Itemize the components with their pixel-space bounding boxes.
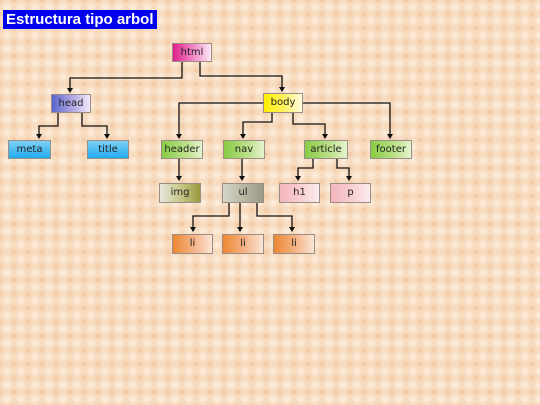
node-nav: nav xyxy=(223,140,265,159)
edge-html-head xyxy=(69,62,183,92)
edge-article-p xyxy=(336,158,350,180)
edge-body-footer xyxy=(301,102,391,138)
slide-title: Estructura tipo arbol xyxy=(3,10,157,29)
node-li-3: li xyxy=(273,234,315,254)
edge-ul-li1 xyxy=(192,203,230,231)
node-html: html xyxy=(172,43,212,62)
node-li-2: li xyxy=(222,234,264,254)
edge-body-article xyxy=(292,112,326,138)
edge-head-title xyxy=(81,113,108,138)
node-meta: meta xyxy=(8,140,51,159)
edge-body-nav xyxy=(242,112,273,138)
node-article: article xyxy=(304,140,348,159)
edge-body-header xyxy=(178,102,265,138)
edge-ul-li3 xyxy=(256,203,293,231)
node-li-1: li xyxy=(172,234,213,254)
node-ul: ul xyxy=(222,183,264,203)
node-h1: h1 xyxy=(279,183,320,203)
edge-article-h1 xyxy=(297,158,314,180)
edge-head-meta xyxy=(38,113,59,138)
node-img: img xyxy=(159,183,201,203)
node-title: title xyxy=(87,140,129,159)
node-footer: footer xyxy=(370,140,412,159)
node-header: header xyxy=(161,140,203,159)
node-head: head xyxy=(51,94,91,113)
node-p: p xyxy=(330,183,371,203)
edge-html-body xyxy=(199,62,283,91)
node-body: body xyxy=(263,93,303,113)
